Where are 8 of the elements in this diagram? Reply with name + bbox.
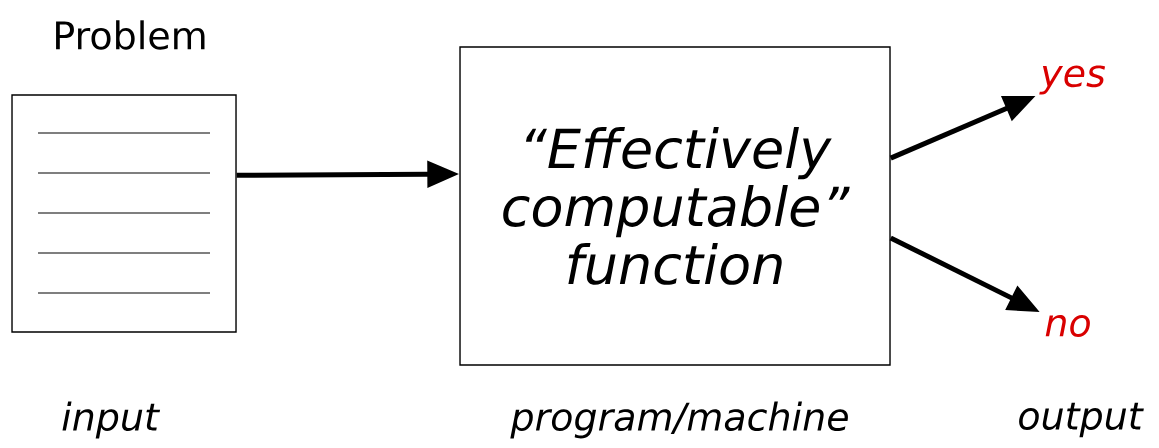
document-drawing [11, 94, 237, 333]
caption: input [62, 401, 161, 439]
caption: program/machine [510, 401, 848, 439]
output-text: no [1045, 315, 1090, 337]
heading: Problem [56, 20, 205, 50]
process-box: “Effectively computable” function [459, 46, 891, 366]
output-text: yes [1039, 65, 1106, 95]
caption: output [1019, 402, 1144, 438]
